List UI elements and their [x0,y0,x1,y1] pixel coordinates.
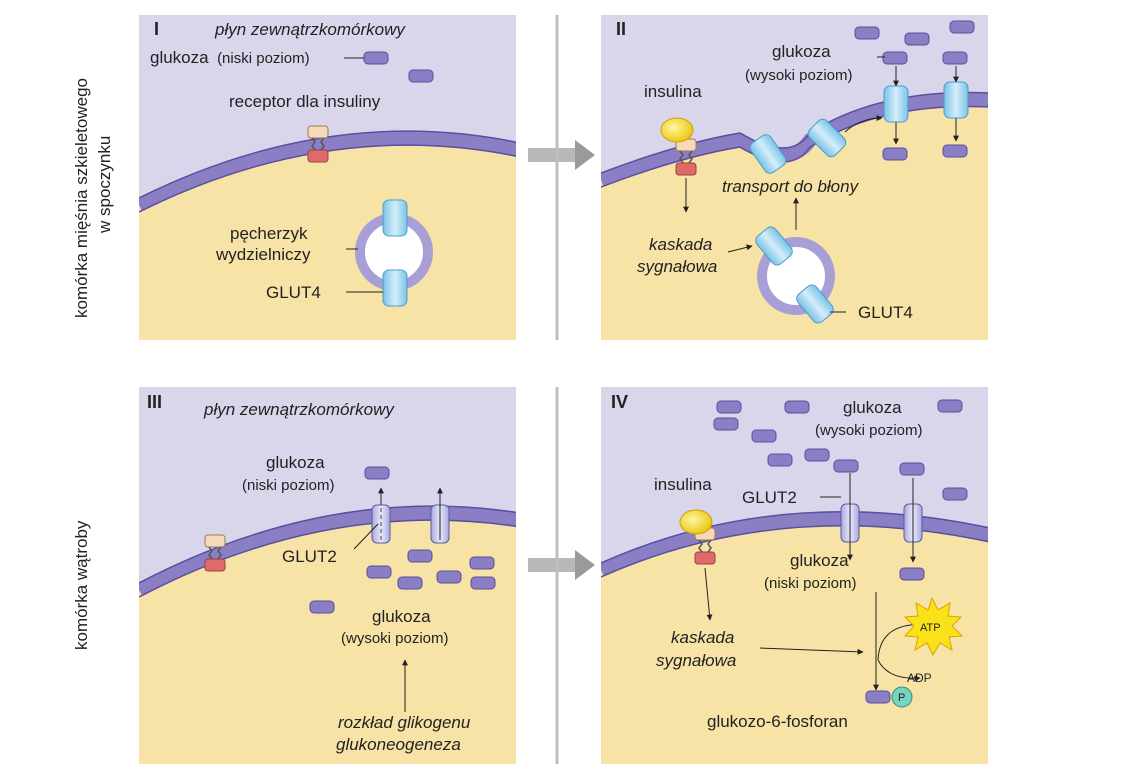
glucose-molecule [804,448,830,462]
liver-cell-label: komórka wątroby [72,520,91,650]
glucose-label: glukoza [843,398,902,417]
glucose-molecule [882,147,908,161]
glut4-transporter [755,226,793,266]
cell-membrane [139,506,516,597]
insulin-molecule [660,117,694,143]
panel-II: II insulina glukoza (wysoki poziom) tran… [601,15,988,340]
cytoplasm-area [139,138,516,340]
glucose-level-label: (niski poziom) [242,477,335,494]
transition-arrow [528,550,595,580]
glucose-label: glukoza [372,607,431,626]
vesicle-label: pęcherzyk [230,224,308,243]
glut4-transporter [883,85,909,123]
glucose-molecule [713,417,739,431]
phosphate-group [891,686,913,708]
glucose-molecule [942,144,968,158]
glucose-level-label: (wysoki poziom) [341,630,449,647]
panel-numeral: III [147,392,162,412]
product-label: glukozo-6-fosforan [707,712,848,731]
glut4-transporter [943,81,969,119]
glut2-label: GLUT2 [742,488,797,507]
glucose-molecule [937,399,963,413]
glucose-label: glukoza (niski poziom) [150,48,310,67]
adp-label: ADP [907,671,932,685]
transition-arrow [528,140,595,170]
glucose-label: glukoza [790,551,849,570]
glucose-molecule [899,462,925,476]
glucose-molecule [436,570,462,584]
cascade-label: kaskada [649,235,712,254]
glucose-label: glukoza [266,453,325,472]
glut4-transporter [749,134,787,174]
glucose-level-label: (wysoki poziom) [815,422,923,439]
insulin-molecule [679,509,713,535]
panel-III: III płyn zewnątrzkomórkowy glukoza (nisk… [139,387,516,764]
glucose-molecule [865,690,891,704]
glucose-molecule [366,565,392,579]
glucose-label: glukoza [772,42,831,61]
glucose-molecule [364,466,390,480]
glucose-molecule [363,51,389,65]
glucose-molecule [407,549,433,563]
glucose-molecule [854,26,880,40]
source-label: rozkład glikogenu [338,713,471,732]
atp-burst [903,596,964,657]
cell-membrane [139,131,516,212]
panel-I: I płyn zewnątrzkomórkowy glukoza (niski … [139,15,516,340]
glucose-molecule [942,487,968,501]
cell-membrane [601,511,988,577]
glucose-molecule [904,32,930,46]
cascade-label: sygnałowa [637,257,717,276]
vesicle-label: wydzielniczy [215,245,311,264]
cascade-label: kaskada [671,628,734,647]
glucose-molecule [784,400,810,414]
receptor-label: receptor dla insuliny [229,92,381,111]
glucose-molecule [408,69,434,83]
glucose-molecule [469,556,495,570]
glucose-molecule [470,576,496,590]
glut4-transporter [382,199,408,237]
muscle-cell-label: w spoczynku [95,136,114,234]
insulin-label: insulina [654,475,712,494]
source-label: glukoneogeneza [336,735,461,754]
glucose-molecule [899,567,925,581]
panel-numeral: II [616,19,626,39]
glucose-molecule [716,400,742,414]
glucose-molecule [767,453,793,467]
transport-label: transport do błony [722,177,860,196]
muscle-cell-label: komórka mięśnia szkieletowego [72,78,91,318]
glut2-label: GLUT2 [282,547,337,566]
panel-numeral: I [154,19,159,39]
glut4-label: GLUT4 [266,283,321,302]
phosphate-label: P [898,692,905,704]
glucose-molecule [751,429,777,443]
glut4-transporter [807,118,847,158]
glucose-molecule [949,20,975,34]
extracellular-label: płyn zewnątrzkomórkowy [203,400,395,419]
glucose-molecule [833,459,859,473]
glucose-molecule [397,576,423,590]
glucose-molecule [942,51,968,65]
cascade-label: sygnałowa [656,651,736,670]
glucose-level-label: (wysoki poziom) [745,67,853,84]
glut4-transporter [796,284,834,324]
glucose-level-label: (niski poziom) [764,575,857,592]
insulin-label: insulina [644,82,702,101]
glut4-transporter [382,269,408,307]
panel-numeral: IV [611,392,628,412]
panel-IV: IV glukoza (wysoki poziom) insulina GLUT… [601,387,988,764]
glut4-label: GLUT4 [858,303,913,322]
glucose-molecule [882,51,908,65]
extracellular-label: płyn zewnątrzkomórkowy [214,20,406,39]
atp-label: ATP [920,622,941,634]
glucose-molecule [309,600,335,614]
